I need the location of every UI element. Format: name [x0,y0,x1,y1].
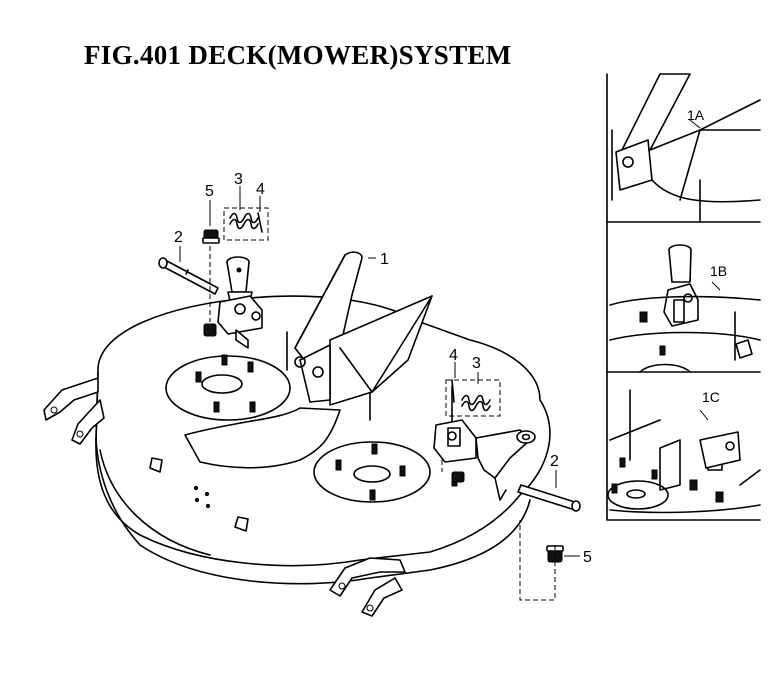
detail-insets: 1A 1B [606,73,761,521]
callout-3-left: 3 [234,171,243,188]
spring-pin-right [445,379,501,417]
callout-5-right: 5 [583,549,592,566]
lift-bracket-right [433,419,536,501]
leader-lines [179,186,580,557]
callout-1: 1 [380,251,389,268]
pin-2-left [158,257,219,295]
callout-3-right: 3 [472,355,481,372]
callout-4-right: 4 [449,347,458,364]
inset-label-1b: 1B [710,263,727,279]
belt-cover [294,251,433,406]
callout-5-left: 5 [205,183,214,200]
mower-deck [43,295,551,617]
inset-1a: 1A [611,73,761,223]
inset-label-1c: 1C [702,389,720,405]
spring-pin-left [223,207,269,241]
callout-2-left: 2 [174,229,183,246]
inset-label-1a: 1A [687,107,705,123]
lift-bracket-left [217,256,263,349]
pin-2-right [517,484,581,512]
figure-title: FIG.401 DECK(MOWER)SYSTEM [84,40,512,70]
nut-5-left [202,229,220,337]
callout-4-left: 4 [256,181,265,198]
inset-1b: 1B [609,244,761,373]
inset-1c: 1C [607,389,761,514]
callout-2-right: 2 [550,453,559,470]
